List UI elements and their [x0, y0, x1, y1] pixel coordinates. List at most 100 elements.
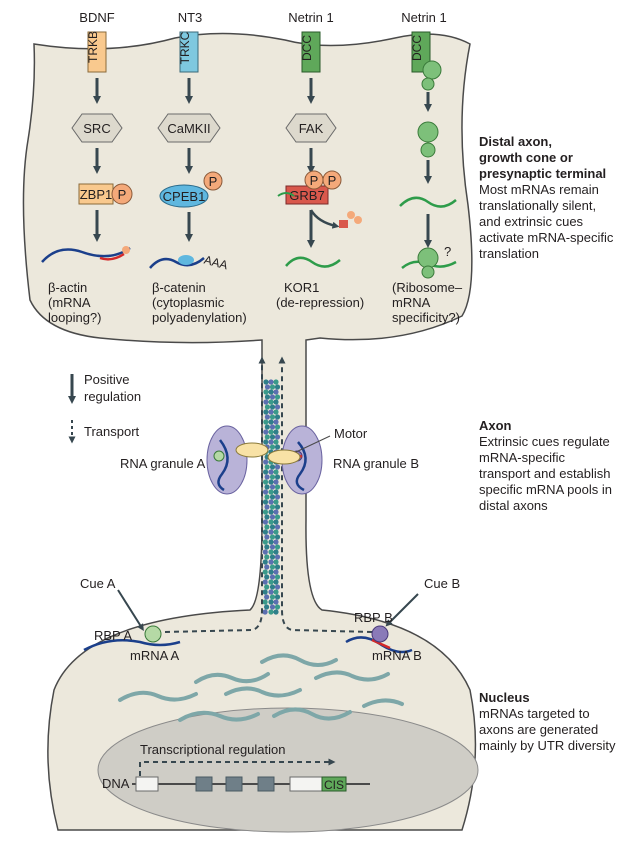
microtubule-subunit	[268, 389, 274, 395]
mrna-distal	[399, 196, 457, 208]
phospho-released-1	[347, 211, 355, 219]
microtubule-subunit	[274, 554, 281, 560]
effector-zbp1-label: ZBP1	[80, 187, 113, 202]
microtubule-subunit	[274, 574, 281, 580]
microtubule-subunit	[269, 384, 276, 390]
motor-b	[267, 449, 301, 465]
phospho-grb7-1-label: P	[310, 173, 319, 188]
microtubule-subunit	[274, 534, 281, 540]
receptor-dcc-1-label: DCC	[300, 35, 314, 61]
kinase-src-label: SRC	[83, 121, 110, 136]
microtubule-subunit	[273, 609, 279, 615]
microtubule-subunit	[269, 594, 276, 600]
microtubule-subunit	[264, 504, 270, 510]
outcome-ribosome-1: (Ribosome–	[392, 280, 463, 295]
microtubule-subunit	[268, 509, 274, 515]
microtubule-subunit	[263, 389, 269, 395]
microtubule-subunit	[269, 604, 276, 610]
microtubule-subunit	[269, 574, 276, 580]
microtubule-subunit	[262, 499, 269, 505]
microtubule-subunit	[264, 584, 270, 590]
rbp-a	[144, 625, 162, 643]
microtubule-subunit	[268, 419, 274, 425]
cpeb1-bound	[178, 255, 194, 265]
nucleus-caption: Nucleus mRNAs targeted to axons are gene…	[479, 690, 639, 754]
granule-a-mrna	[217, 439, 229, 492]
poly-a-tail: AAA	[203, 253, 230, 273]
microtubule-subunit	[273, 399, 279, 405]
microtubule-subunit	[268, 379, 274, 385]
rbp-b-label: RBP B	[354, 610, 393, 625]
outcome-bactin-1: β-actin	[48, 280, 87, 295]
kinase-camkii-label: CaMKII	[167, 121, 210, 136]
microtubule-subunit	[263, 439, 269, 445]
microtubule-subunit	[269, 484, 276, 490]
microtubule-subunit	[269, 584, 276, 590]
dna-label: DNA	[102, 776, 130, 791]
cytoplasmic-mrnas	[118, 653, 404, 722]
mrna-b-label: mRNA B	[372, 648, 422, 663]
microtubule-subunit	[263, 409, 269, 415]
ribosome-question: ?	[444, 244, 451, 259]
microtubule-subunit	[262, 539, 268, 545]
cue-a-arrow	[117, 589, 144, 631]
microtubule-subunit	[264, 434, 270, 440]
motor-a	[235, 442, 269, 458]
motor-label-line	[295, 435, 331, 453]
cue-nt3: NT3	[178, 10, 203, 25]
microtubule-subunit	[264, 414, 270, 420]
mrna-bactin-red	[99, 252, 125, 261]
microtubule-subunit	[263, 379, 269, 385]
distal-body-1: Most mRNAs remain	[479, 182, 599, 197]
microtubule-subunit	[273, 559, 279, 565]
microtubule-subunit	[268, 469, 274, 475]
microtubule-subunit	[264, 494, 270, 500]
microtubule-subunit	[262, 609, 268, 615]
axon-body-3: transport and establish	[479, 466, 611, 481]
microtubule-subunit	[263, 459, 269, 465]
microtubule-subunit	[269, 534, 276, 540]
microtubule-subunit	[264, 404, 270, 410]
legend-positive-2: regulation	[84, 389, 141, 404]
microtubule-subunit	[274, 424, 281, 430]
microtubule-subunit	[264, 424, 270, 430]
microtubule-subunit	[274, 384, 281, 390]
microtubule-subunit	[262, 569, 268, 575]
microtubule-subunit	[269, 464, 276, 470]
microtubule-subunit	[274, 524, 281, 530]
cue-a-label: Cue A	[80, 576, 116, 591]
microtubule-subunit	[274, 494, 281, 500]
microtubule-subunit	[273, 599, 279, 605]
microtubule-subunit	[264, 534, 270, 540]
legend-transport: Transport	[84, 424, 140, 439]
microtubule-subunit	[269, 554, 276, 560]
ribosome-free-small	[420, 142, 436, 158]
microtubule-subunit	[274, 464, 281, 470]
microtubule-subunit	[264, 514, 270, 520]
microtubule-subunit	[273, 519, 279, 525]
nucleus-body-2: axons are generated	[479, 722, 599, 737]
axon-body-2: mRNA-specific	[479, 450, 565, 465]
axon-body-4: specific mRNA pools in	[479, 482, 612, 497]
microtubule-subunit	[274, 594, 281, 600]
microtubule-subunit	[274, 484, 281, 490]
nucleus-body-1: mRNAs targeted to	[479, 706, 590, 721]
axon-caption: Axon Extrinsic cues regulate mRNA-specif…	[479, 418, 639, 514]
ribosome-bound-large	[422, 60, 442, 80]
cue-netrin1-a: Netrin 1	[288, 10, 334, 25]
nucleus	[97, 707, 479, 833]
microtubule-subunit	[268, 549, 274, 555]
microtubule-subunit	[274, 394, 281, 400]
dna-cis-label: CIS	[324, 778, 344, 792]
kinase-camkii	[157, 113, 221, 143]
axon-body-1: Extrinsic cues regulate	[479, 434, 610, 449]
nucleus-title: Nucleus	[479, 690, 530, 705]
microtubule-subunit	[268, 519, 274, 525]
granule-b-label: RNA granule B	[333, 456, 419, 471]
microtubule-subunit	[274, 584, 281, 590]
microtubule-subunit	[268, 599, 274, 605]
microtubule-subunit	[273, 409, 279, 415]
outcome-kor1-2: (de-repression)	[276, 295, 364, 310]
transcription-label: Transcriptional regulation	[140, 742, 285, 757]
granule-a-rbp	[213, 450, 225, 462]
